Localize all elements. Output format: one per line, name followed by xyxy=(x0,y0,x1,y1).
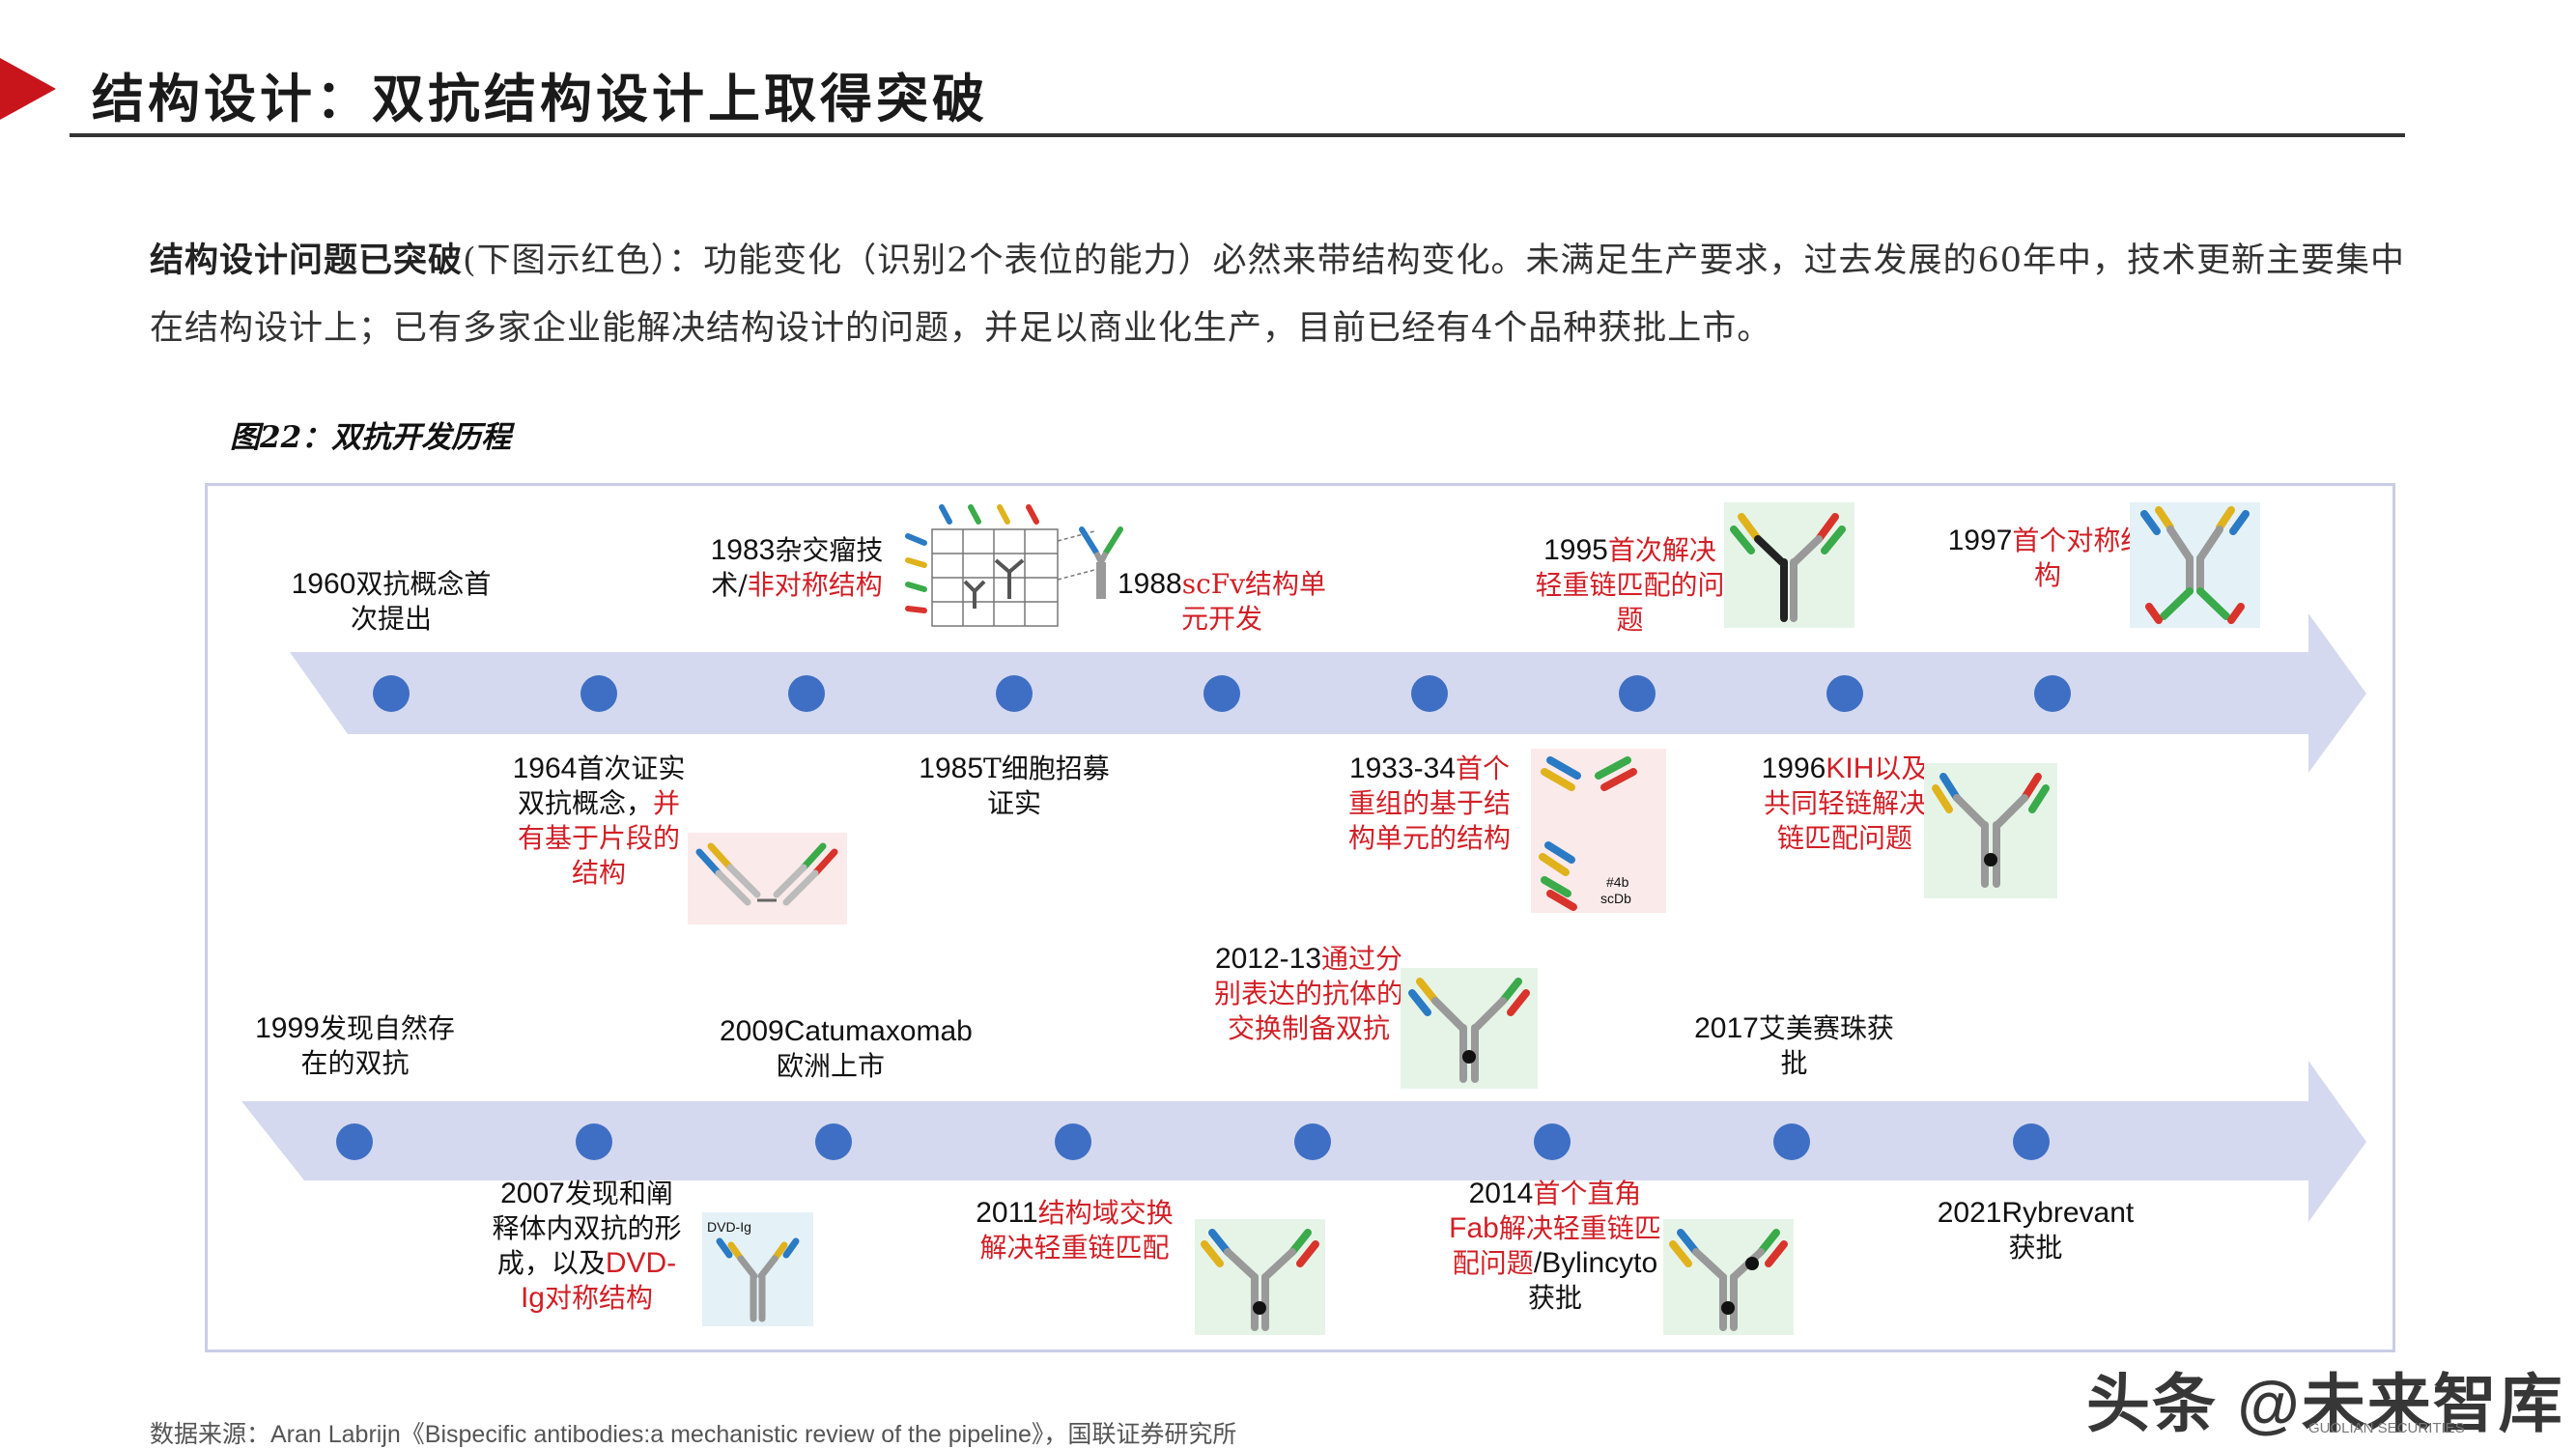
timeline-dot xyxy=(576,1123,612,1160)
watermark-sub: GUOLIAN SECURITIES xyxy=(2308,1420,2465,1436)
data-source: 数据来源：Aran Labrijn《Bispecific antibodies:… xyxy=(150,1421,1237,1448)
antibody-2014-illustration xyxy=(1663,1219,1794,1335)
dvd-ig-illustration: DVD-Ig xyxy=(702,1212,813,1326)
page-title: 结构设计：双抗结构设计上取得突破 xyxy=(92,68,988,129)
event-2017: 2017艾美赛珠获批 xyxy=(1694,1012,1894,1079)
hybridoma-grid-illustration xyxy=(903,502,1125,633)
fragment-antibody-illustration xyxy=(688,833,847,924)
watermark: 头条 @未来智库 xyxy=(2086,1368,2564,1439)
event-1960: 1960双抗概念首次提出 xyxy=(291,568,492,635)
event-1964: 1964首次证实双抗概念，并有基于片段的结构 xyxy=(512,753,686,889)
timeline-dot xyxy=(580,675,617,712)
event-1983: 1983杂交瘤技术/非对称结构 xyxy=(710,534,884,601)
intro-paragraph: 结构设计问题已突破(下图示红色）：功能变化（识别2个表位的能力）必然来带结构变化… xyxy=(150,227,2429,362)
kih-antibody-illustration xyxy=(1924,763,2057,898)
event-1995: 1995首次解决轻重链匹配的问题 xyxy=(1535,534,1725,636)
thumb-label-hash4b: #4b xyxy=(1606,874,1629,890)
timeline-dot xyxy=(2013,1123,2050,1160)
timeline-dot xyxy=(815,1123,852,1160)
timeline-dot xyxy=(336,1123,373,1160)
title-marker-icon xyxy=(0,58,56,120)
timeline-dot xyxy=(373,675,410,712)
scdb-illustration: #4b scDb xyxy=(1531,749,1666,913)
antibody-1995-illustration xyxy=(1724,502,1854,628)
event-1988: 1988scFv结构单元开发 xyxy=(1117,568,1327,635)
timeline-dot xyxy=(996,675,1033,712)
intro-bold-lead: 结构设计问题已突破 xyxy=(150,241,464,280)
event-2007: 2007发现和阐释体内双抗的形成，以及DVD-Ig对称结构 xyxy=(492,1178,682,1314)
event-2014: 2014首个直角Fab解决轻重链匹配问题/Bylincyto获批 xyxy=(1449,1178,1661,1314)
antibody-1997-illustration xyxy=(2130,502,2260,628)
event-1996: 1996KIH以及共同轻链解决链匹配问题 xyxy=(1761,753,1929,854)
event-1933-34: 1933-34首个重组的基于结构单元的结构 xyxy=(1347,753,1511,854)
title-divider xyxy=(70,133,2405,137)
event-1985: 1985T细胞招募证实 xyxy=(919,753,1110,819)
event-2021: 2021Rybrevant获批 xyxy=(1937,1197,2135,1264)
event-1997: 1997首个对称结构 xyxy=(1947,525,2148,591)
timeline-dot xyxy=(1534,1123,1571,1160)
timeline-dot xyxy=(1055,1123,1091,1160)
timeline-dot xyxy=(2034,675,2071,712)
timeline-dot xyxy=(788,675,825,712)
intro-text: (下图示红色）：功能变化（识别2个表位的能力）必然来带结构变化。未满足生产要求，… xyxy=(150,242,2405,348)
figure-caption: 图22：双抗开发历程 xyxy=(230,420,512,455)
figure-frame xyxy=(205,483,2395,1352)
antibody-2012-illustration xyxy=(1401,968,1538,1089)
timeline-dot xyxy=(1826,675,1863,712)
antibody-2011-illustration xyxy=(1195,1219,1325,1335)
thumb-label-scdb: scDb xyxy=(1600,891,1631,906)
thumb-label-dvd: DVD-Ig xyxy=(707,1219,751,1235)
timeline-dot xyxy=(1203,675,1240,712)
timeline-dot xyxy=(1411,675,1448,712)
timeline-dot xyxy=(1619,675,1656,712)
event-1999: 1999发现自然存在的双抗 xyxy=(255,1012,455,1079)
timeline-dot xyxy=(1773,1123,1810,1160)
event-2011: 2011结构域交换解决轻重链匹配 xyxy=(976,1197,1174,1264)
event-2012-13: 2012-13通过分别表达的抗体的交换制备双抗 xyxy=(1213,943,1403,1044)
timeline-dot xyxy=(1294,1123,1331,1160)
event-2009: 2009Catumaxomab欧洲上市 xyxy=(720,1015,973,1082)
timeline-arrow-1 xyxy=(290,613,2366,773)
